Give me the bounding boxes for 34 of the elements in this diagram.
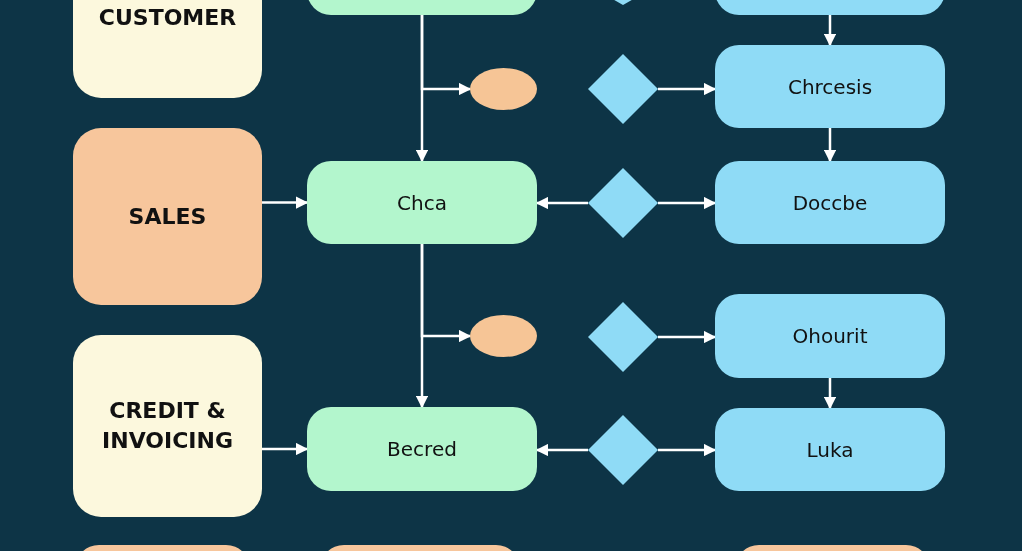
node-label: Ohourit (792, 324, 868, 348)
arrow (420, 244, 472, 343)
arrow (823, 378, 837, 410)
arrow (658, 330, 717, 344)
arrow (262, 442, 309, 456)
arrow (535, 443, 588, 457)
arrow (823, 128, 837, 163)
node-label: Doccbe (792, 190, 868, 215)
decision-diamond (588, 415, 658, 485)
decision-diamond (588, 54, 658, 124)
process-box (307, 161, 537, 244)
arrow (658, 82, 717, 96)
department-box (73, 128, 262, 305)
decision-diamond (588, 168, 658, 238)
arrow (823, 15, 837, 47)
arrow (262, 196, 309, 209)
arrow (420, 15, 472, 96)
arrow (535, 196, 588, 210)
arrow (658, 196, 717, 210)
decision-diamond (588, 302, 658, 372)
department-box (73, 335, 262, 517)
process-box (715, 161, 945, 244)
process-box (715, 294, 945, 378)
node-label: SALES (128, 202, 207, 231)
node-label: Chca (397, 190, 447, 215)
arrow (658, 443, 717, 457)
process-box (715, 45, 945, 128)
node-label: CUSTOMER (98, 4, 237, 33)
node-label: Chrcesis (787, 74, 873, 99)
node-label: Becred (387, 437, 457, 461)
node-label: Luka (806, 437, 854, 462)
process-box (307, 407, 537, 491)
node-label: CREDIT & INVOICING (101, 397, 234, 455)
process-box (715, 408, 945, 491)
